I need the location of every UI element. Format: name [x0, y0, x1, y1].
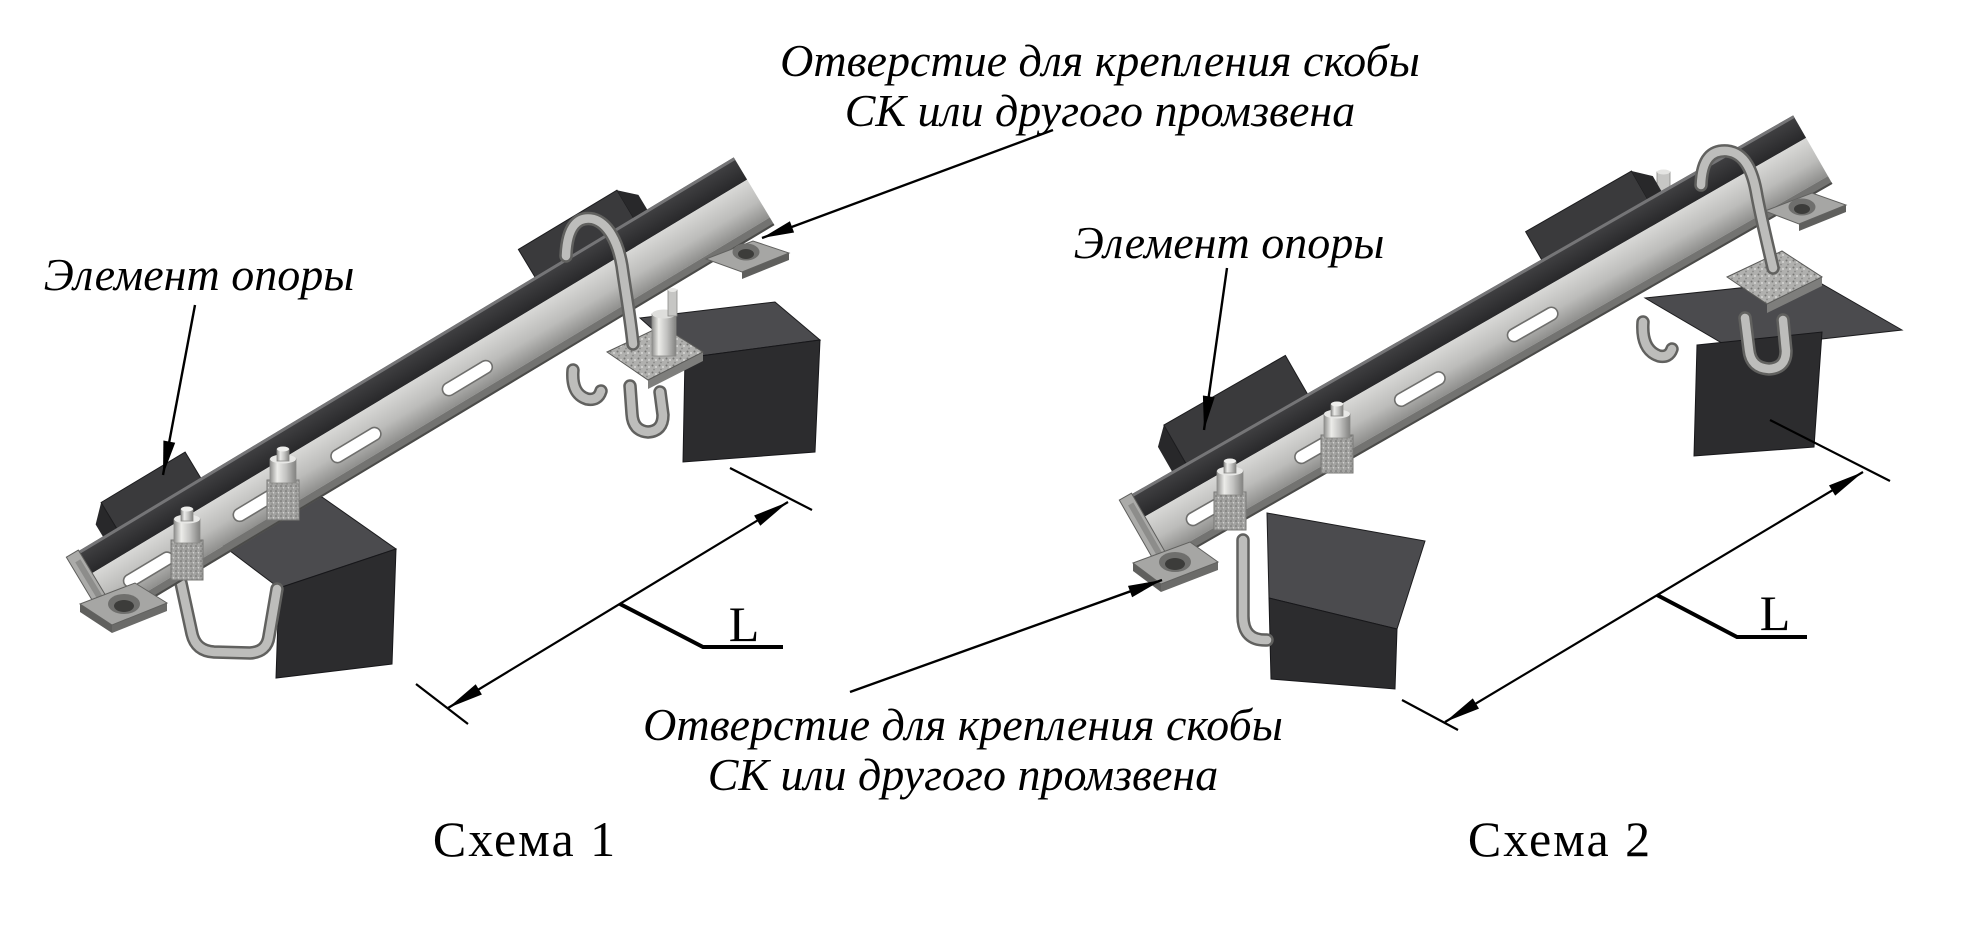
end-tab-right — [704, 240, 791, 279]
support-bracket-left — [1266, 512, 1426, 690]
leader-support-left — [161, 304, 197, 476]
rail-slot — [1393, 371, 1446, 408]
rail-slot — [1506, 306, 1559, 343]
dimension-arrowhead — [1829, 472, 1863, 496]
end-tab-left — [78, 582, 169, 633]
u-bolt-over-rail — [559, 211, 640, 351]
callout-hole-bottom-line1: Отверстие для крепления скобы — [643, 699, 1283, 750]
dimension-arrowhead — [448, 684, 482, 708]
callout-hole-bottom-line2: СК или другого промзвена — [708, 749, 1219, 800]
scheme-2-assembly: L — [1118, 115, 1904, 731]
dimension-left: L — [415, 467, 813, 725]
callout-hole-top-line1: Отверстие для крепления скобы — [780, 35, 1420, 86]
u-bolt-over-rail — [1694, 144, 1780, 275]
clamp-bolt — [651, 288, 678, 357]
leader-arrowhead — [163, 440, 176, 475]
leader-arrowhead — [1202, 395, 1215, 430]
scheme-1-assembly: L — [65, 157, 822, 725]
rail-lip — [108, 217, 775, 623]
caption-scheme-1: Схема 1 — [433, 811, 617, 867]
u-bolt-legs — [1636, 311, 1793, 376]
dimension-label-L: L — [1760, 585, 1791, 641]
callout-support-left: Элемент опоры — [44, 249, 355, 300]
rail-slot — [441, 359, 494, 397]
stud — [1320, 401, 1354, 474]
end-tab-left — [1131, 541, 1220, 592]
callout-support-right: Элемент опоры — [1074, 217, 1385, 268]
stud — [1213, 458, 1247, 531]
stud — [170, 506, 204, 581]
u-bolt-under-rail — [1236, 533, 1274, 647]
leader-arrowhead — [762, 221, 795, 238]
leader-support-right — [1202, 267, 1229, 431]
dimension-arrowhead — [754, 502, 788, 526]
dimension-label-L: L — [729, 596, 760, 652]
leader-bottom-hole — [849, 578, 1163, 694]
stud — [266, 446, 300, 521]
rail-flange — [72, 157, 748, 578]
leader-arrowhead — [1128, 580, 1162, 598]
u-bolt-legs — [566, 363, 670, 439]
end-tab-right — [1763, 192, 1848, 231]
u-bolt-under-rail — [174, 576, 284, 660]
clamp-plate — [1725, 250, 1824, 313]
leader-top-hole — [761, 128, 1054, 240]
rail-slot — [330, 426, 382, 464]
rail-flange — [1125, 115, 1807, 521]
callout-hole-top-line2: СК или другого промзвена — [845, 85, 1356, 136]
dimension-arrowhead — [1445, 698, 1479, 722]
dimension-right: L — [1401, 419, 1891, 731]
caption-scheme-2: Схема 2 — [1468, 811, 1652, 867]
